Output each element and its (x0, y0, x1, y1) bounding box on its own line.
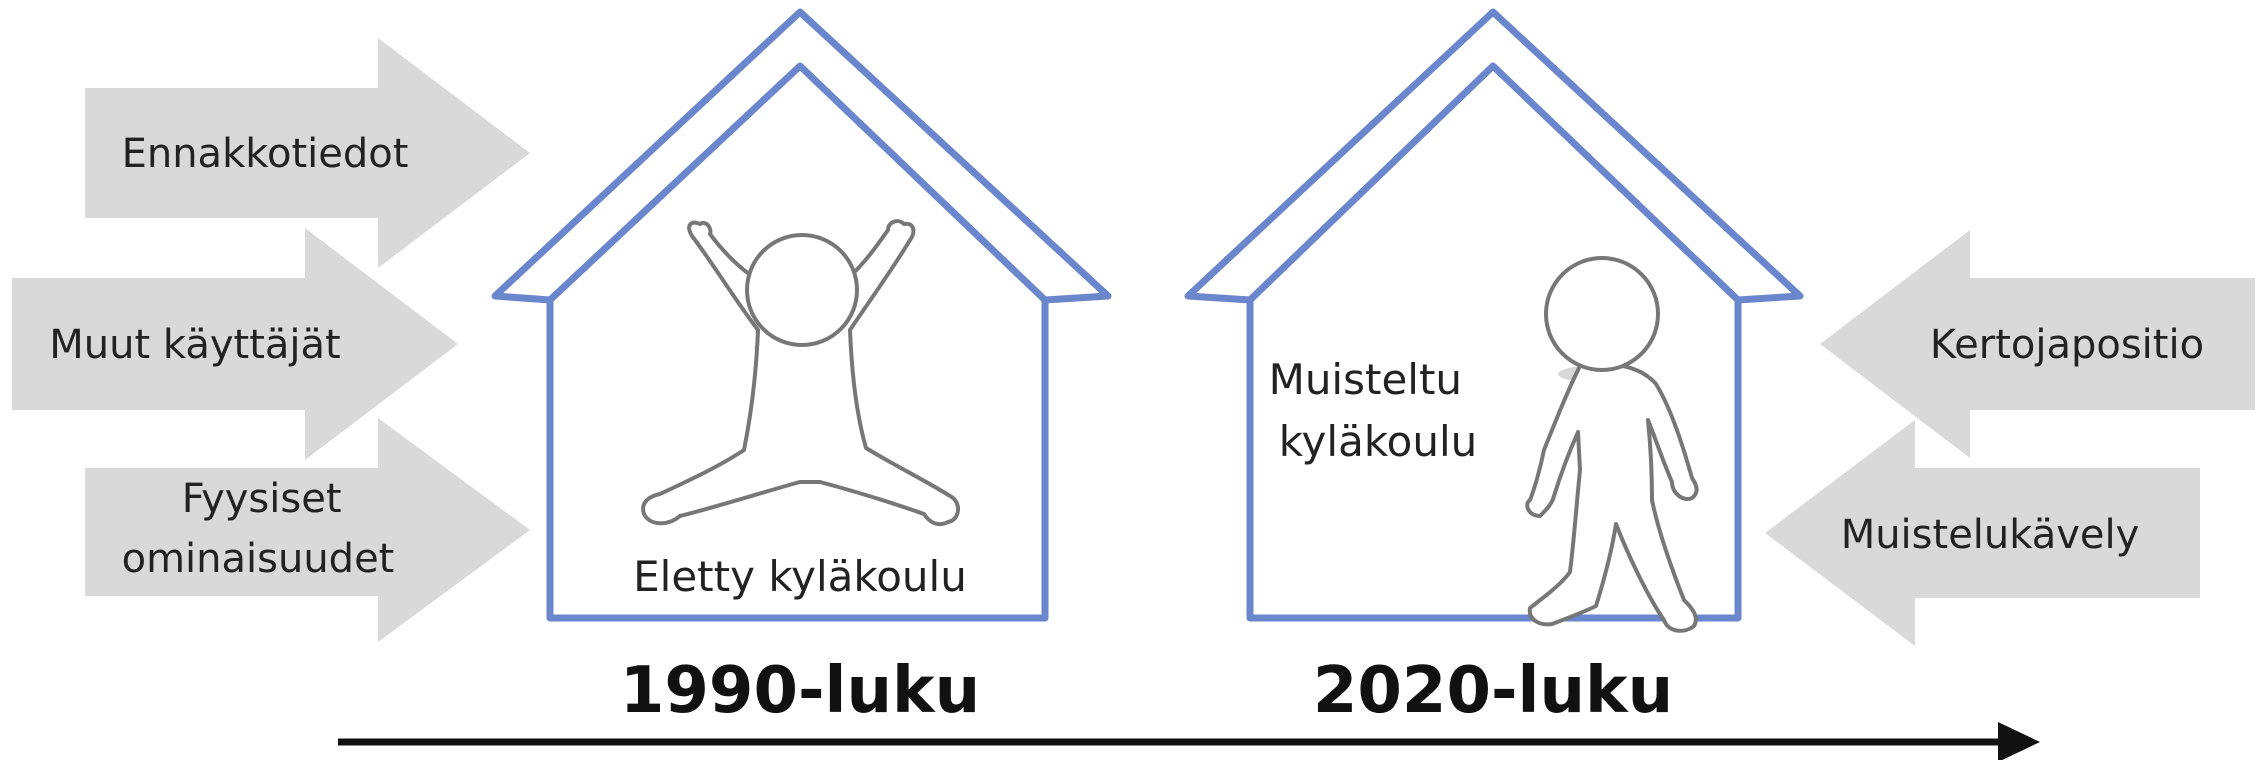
house-1990s: Eletty kyläkoulu (491, 8, 1112, 622)
right-arrow-2-label: Muistelukävely (1841, 512, 2140, 558)
left-arrow-1-label: Ennakkotiedot (122, 131, 409, 177)
house-2020s-label: Muisteltu kyläkoulu (1269, 355, 1478, 466)
era-label-2020s: 2020-luku (1313, 654, 1673, 728)
house-1990s-label: Eletty kyläkoulu (633, 552, 967, 601)
right-arrow-1: Kertojapositio (1820, 230, 2255, 458)
jumping-person-icon (641, 219, 960, 527)
house-2020s: Muisteltu kyläkoulu (1184, 8, 1804, 633)
walking-person-icon (1525, 256, 1699, 633)
left-arrow-3: Fyysiset ominaisuudet (85, 418, 530, 642)
era-label-1990s: 1990-luku (620, 654, 980, 728)
left-arrow-2-label: Muut käyttäjät (49, 322, 340, 368)
left-arrow-3-label: Fyysiset ominaisuudet (122, 476, 395, 582)
right-arrow-1-label: Kertojapositio (1930, 322, 2204, 368)
left-arrow-2: Muut käyttäjät (12, 228, 458, 460)
timeline: 1990-luku 2020-luku (338, 654, 2040, 760)
left-arrow-1: Ennakkotiedot (85, 38, 530, 268)
right-arrow-2: Muistelukävely (1765, 420, 2200, 646)
